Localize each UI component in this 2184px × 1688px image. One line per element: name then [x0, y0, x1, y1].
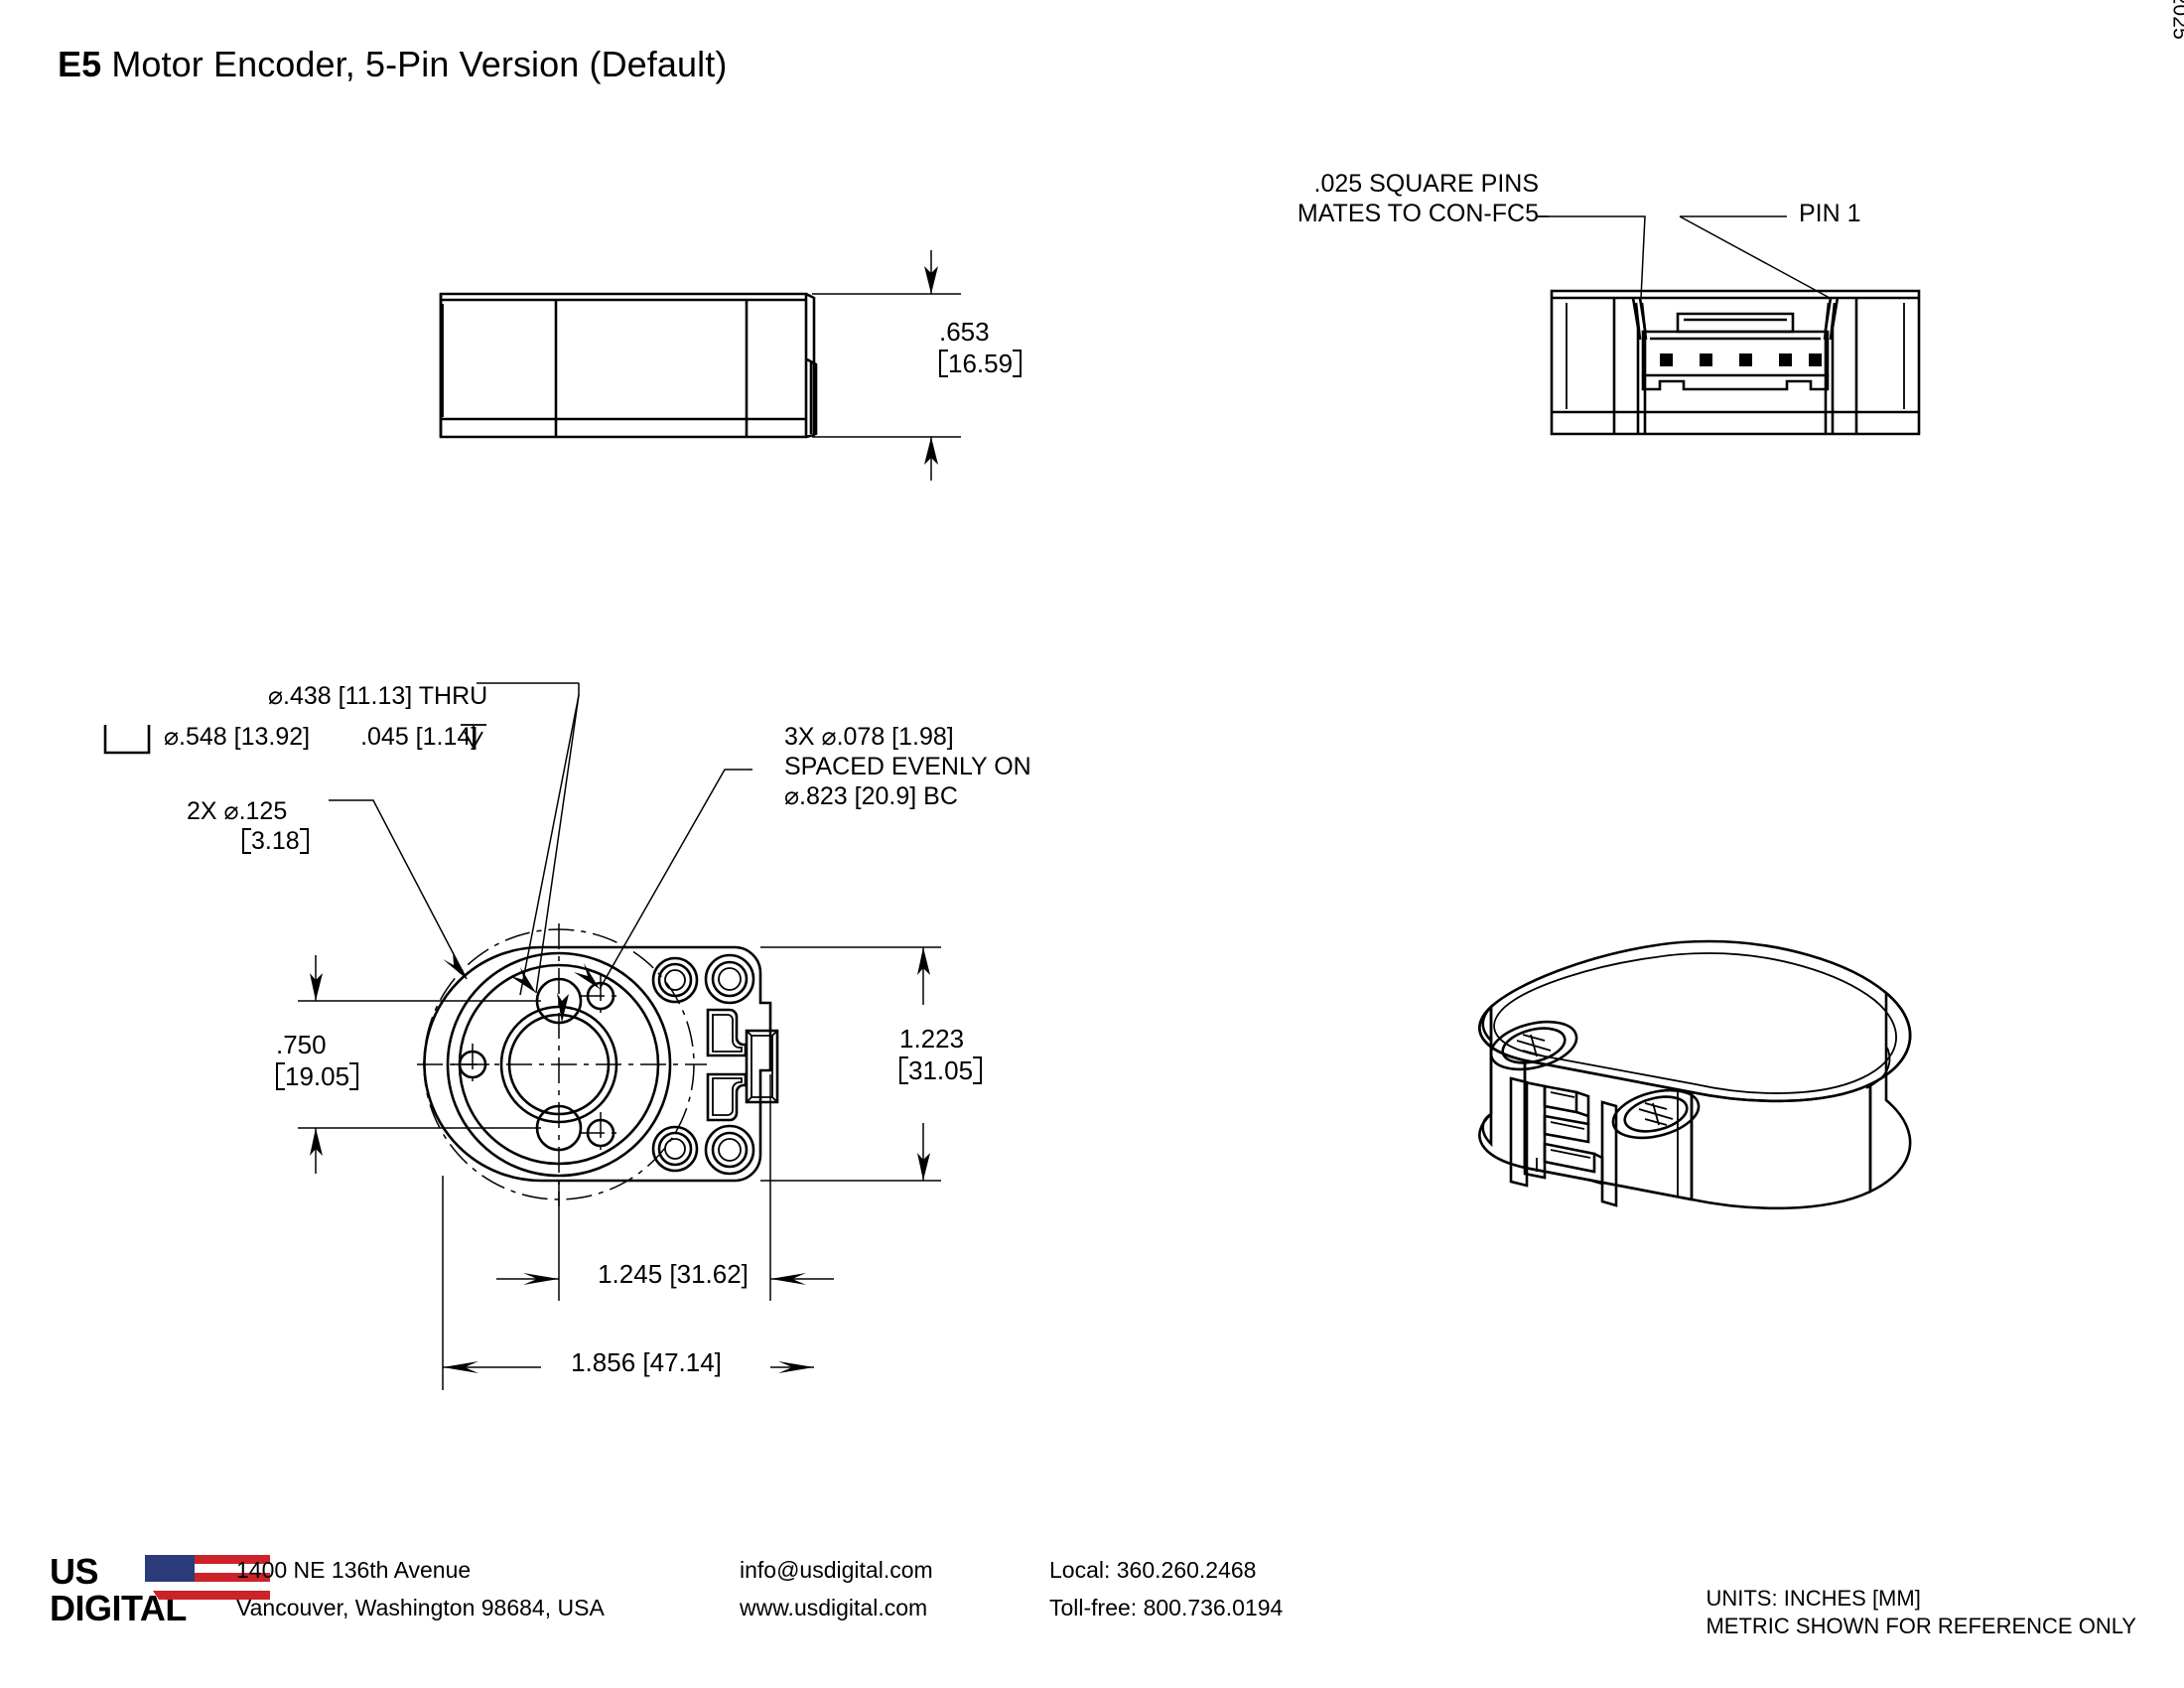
callout-mount-holes-line2: SPACED EVENLY ON	[784, 753, 1031, 780]
callout-mount-holes-line1: 3X ⌀.078 [1.98]	[784, 723, 954, 751]
mount-screw-bottom-left	[651, 1125, 699, 1173]
footer-phone-tollfree: Toll-free: 800.736.0194	[1049, 1595, 1284, 1620]
units-note-line2: METRIC SHOWN FOR REFERENCE ONLY	[1706, 1614, 2136, 1638]
callout-thru-hole: ⌀.438 [11.13] THRU	[268, 682, 488, 710]
callout-mount-holes-line3: ⌀.823 [20.9] BC	[784, 782, 958, 810]
mount-screw-bottom-right	[704, 1124, 755, 1176]
pin-2	[1700, 353, 1712, 366]
dimension-height-metric: 31.05	[899, 1055, 983, 1086]
release-date-label: RELEASE DATE: 10/31/2025	[2168, 0, 2184, 40]
iso-screw-2	[1611, 1088, 1701, 1140]
dimension-dowel-spacing: .750 19.05	[276, 1029, 445, 1092]
footer-web: info@usdigital.com www.usdigital.com	[740, 1551, 933, 1626]
dimension-height-inch: 1.223	[899, 1024, 965, 1054]
us-flag-icon	[145, 1555, 270, 1600]
dimension-overall-width: 1.856 [47.14]	[571, 1347, 722, 1377]
connector-callout-left-line1: .025 SQUARE PINS	[1313, 170, 1539, 198]
dimension-dowel-spacing-metric: 19.05	[276, 1060, 359, 1092]
footer-phone-local: Local: 360.260.2468	[1049, 1557, 1257, 1583]
pin-3	[1739, 353, 1752, 366]
isometric-geometry	[1478, 939, 1912, 1210]
callout-counterbore-dia: ⌀.548 [13.92]	[164, 723, 311, 751]
connector-end-geometry	[1550, 289, 1921, 436]
footer-address-line2: Vancouver, Washington 98684, USA	[236, 1595, 605, 1620]
side-elevation-geometry	[439, 292, 818, 439]
footer-email[interactable]: info@usdigital.com	[740, 1557, 933, 1583]
dimension-partial-width: 1.245 [31.62]	[598, 1259, 749, 1289]
dimension-side-height-metric: 16.59	[939, 348, 1023, 379]
callout-mount-holes: 3X ⌀.078 [1.98] SPACED EVENLY ON ⌀.823 […	[784, 722, 1031, 811]
connector-callout-pin1: PIN 1	[1799, 200, 1861, 227]
us-digital-logo: US DIGITAL	[50, 1551, 270, 1632]
page-title-description: Motor Encoder, 5-Pin Version (Default)	[101, 44, 728, 84]
footer-website[interactable]: www.usdigital.com	[740, 1595, 928, 1620]
mount-screw-top-left	[651, 956, 699, 1004]
connector-callout-leaders	[1537, 215, 1831, 299]
mount-screw-top-right	[704, 953, 755, 1005]
connector-callout-left-line2: MATES TO CON-FC5	[1297, 200, 1539, 227]
page-title: E5 Motor Encoder, 5-Pin Version (Default…	[58, 44, 727, 85]
callout-dowel-holes-line2: 3.18	[242, 826, 309, 856]
callout-counterbore: ⌀.548 [13.92] .045 [1.14]	[164, 722, 478, 752]
logo-line1: US	[50, 1551, 99, 1592]
callout-counterbore-depth: .045 [1.14]	[360, 723, 478, 751]
footer: US DIGITAL 1400 NE 136th Avenue Vancouve…	[0, 1551, 2184, 1640]
footer-address-line1: 1400 NE 136th Avenue	[236, 1557, 472, 1583]
dimension-height: 1.223 31.05	[899, 1023, 1078, 1086]
bottom-plan-geometry	[417, 923, 779, 1206]
counterbore-icon	[103, 725, 151, 755]
iso-screw-1	[1489, 1020, 1578, 1071]
dimension-side-height-inch: .653	[939, 317, 990, 347]
callout-dowel-holes-line1: 2X ⌀.125	[187, 797, 288, 825]
dimension-dowel-spacing-inch: .750	[276, 1030, 327, 1059]
pin-1	[1660, 353, 1673, 366]
footer-address: 1400 NE 136th Avenue Vancouver, Washingt…	[236, 1551, 605, 1626]
units-note-line1: UNITS: INCHES [MM]	[1706, 1586, 1921, 1611]
page-title-model: E5	[58, 44, 102, 84]
units-note: UNITS: INCHES [MM] METRIC SHOWN FOR REFE…	[1706, 1585, 2136, 1640]
footer-phone: Local: 360.260.2468 Toll-free: 800.736.0…	[1049, 1551, 1283, 1626]
pin-4	[1779, 353, 1792, 366]
pin-5	[1809, 353, 1822, 366]
iso-connector	[1523, 1080, 1604, 1186]
arrowhead-dowel	[443, 951, 467, 979]
callout-dowel-holes: 2X ⌀.125 3.18	[187, 796, 309, 856]
dimension-side-height: .653 16.59	[939, 316, 1138, 379]
connector-callout-left: .025 SQUARE PINS MATES TO CON-FC5	[1122, 169, 1539, 228]
